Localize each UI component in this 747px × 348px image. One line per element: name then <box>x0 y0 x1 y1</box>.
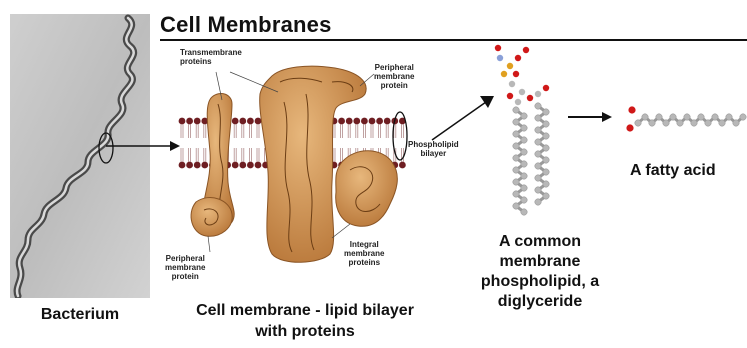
integral-protein-right <box>336 151 398 227</box>
label-peripheral-membrane-protein-top: Peripheral membrane protein <box>374 63 414 90</box>
caption-phospholipid: A common membrane phospholipid, a diglyc… <box>470 232 610 312</box>
caption-bacterium: Bacterium <box>10 304 150 325</box>
caption-cell-membrane: Cell membrane - lipid bilayer with prote… <box>170 300 440 342</box>
label-peripheral-membrane-protein-bottom: Peripheral membrane protein <box>165 254 205 281</box>
phospholipid-molecule <box>482 44 562 222</box>
label-integral-membrane-proteins: Integral membrane proteins <box>344 240 384 267</box>
peripheral-protein-bottom-left <box>191 198 232 237</box>
label-transmembrane-proteins: Transmembrane proteins <box>180 48 242 66</box>
bacterium-micrograph <box>10 14 150 298</box>
title-underline <box>160 39 747 41</box>
fatty-acid-molecule <box>620 100 747 140</box>
caption-fatty-acid: A fatty acid <box>630 160 747 181</box>
page-title: Cell Membranes <box>160 12 332 38</box>
arrow-to-fatty-acid <box>566 110 614 124</box>
